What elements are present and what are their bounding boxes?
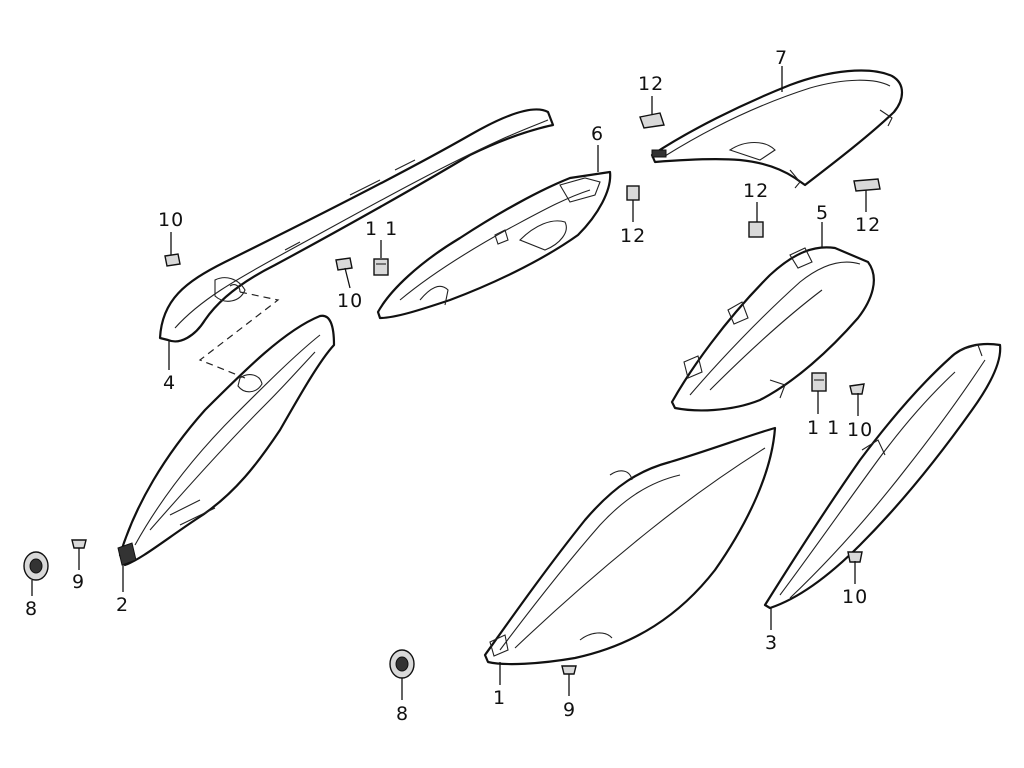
callout-8-bottom: 8 — [396, 703, 409, 725]
part-5-right-tray[interactable] — [670, 246, 875, 412]
hardware-screw-9-left[interactable] — [71, 539, 87, 570]
part-1-lower-panel[interactable] — [483, 426, 777, 666]
callout-2: 2 — [116, 594, 129, 616]
part-3-right-side-rail[interactable] — [763, 342, 1002, 610]
hardware-clip-12-middle-right[interactable] — [748, 202, 764, 238]
hardware-bolt-10-right-lower[interactable] — [847, 551, 863, 584]
callout-10-right-upper: 10 — [847, 419, 873, 441]
callout-12-middle-right: 12 — [743, 180, 769, 202]
hardware-bolt-10-right-upper[interactable] — [849, 383, 865, 416]
callout-12-top-left: 12 — [638, 73, 664, 95]
callout-9-bottom: 9 — [563, 699, 576, 721]
callout-10-left: 10 — [158, 209, 184, 231]
hardware-grommet-8-bottom[interactable] — [389, 649, 415, 700]
callout-11-middle: 1 1 — [365, 218, 398, 240]
hardware-bolt-10-middle[interactable] — [335, 257, 353, 289]
hardware-clip-11-middle[interactable] — [373, 240, 389, 276]
part-7-upper-right-cover[interactable] — [650, 69, 904, 189]
callout-10-right-lower: 10 — [842, 586, 868, 608]
callout-3: 3 — [765, 632, 778, 654]
callout-12-near-6: 12 — [620, 225, 646, 247]
hardware-clip-12-far-right[interactable] — [853, 178, 881, 212]
assembly-dashed-lines — [198, 291, 280, 379]
part-6-middle-tray[interactable] — [376, 170, 612, 320]
main-part-leaders — [122, 66, 823, 685]
callout-11-right: 1 1 — [807, 417, 840, 439]
hardware-clip-12-near-6[interactable] — [626, 185, 640, 222]
callout-10-middle: 10 — [337, 290, 363, 312]
hardware-clip-12-top-left[interactable] — [639, 96, 665, 129]
callout-4: 4 — [163, 372, 176, 394]
hardware-screw-9-bottom[interactable] — [561, 665, 577, 696]
hardware-clip-11-right[interactable] — [811, 372, 827, 414]
callout-12-far-right: 12 — [855, 214, 881, 236]
callout-5: 5 — [816, 202, 829, 224]
callout-8-left: 8 — [25, 598, 38, 620]
part-2-left-bracket[interactable] — [117, 314, 336, 567]
part-4-upper-rail[interactable] — [158, 108, 555, 343]
callout-1: 1 — [493, 687, 506, 709]
callout-9-left: 9 — [72, 571, 85, 593]
hardware-bolt-10-left[interactable] — [164, 232, 181, 267]
callout-7: 7 — [775, 47, 788, 69]
hardware-grommet-8-left[interactable] — [23, 551, 49, 596]
callout-6: 6 — [591, 123, 604, 145]
